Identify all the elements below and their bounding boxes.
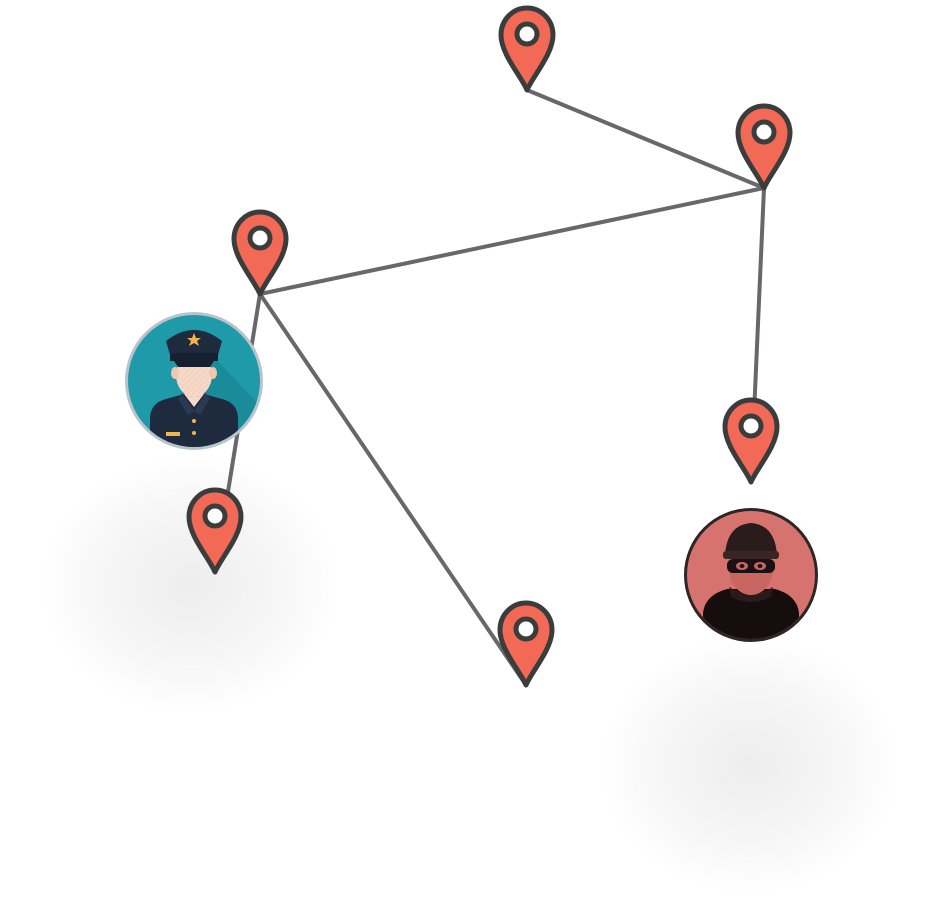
thief-icon — [703, 523, 799, 639]
edge-pin-left-to-pin-bottom-center — [258, 292, 528, 687]
pin-body — [231, 209, 289, 297]
pin-body — [498, 5, 556, 93]
pin-hole — [202, 503, 228, 529]
pin-upper-right-map-pin-icon[interactable] — [735, 103, 793, 191]
pin-hole — [513, 616, 539, 642]
pin-body — [497, 600, 555, 688]
shadow-left — [40, 455, 340, 715]
badge-star-icon — [187, 333, 201, 346]
thief-avatar[interactable] — [684, 508, 818, 645]
pin-lower-left-map-pin-icon[interactable] — [186, 487, 244, 575]
pin-body — [186, 487, 244, 575]
pin-hole — [514, 21, 540, 47]
pin-right-map-pin-icon[interactable] — [722, 397, 780, 485]
pin-top-map-pin-icon[interactable] — [498, 5, 556, 93]
pin-body — [735, 103, 793, 191]
pin-hole — [738, 413, 764, 439]
pins-layer — [186, 5, 793, 688]
pin-hole — [751, 119, 777, 145]
pin-bottom-center-map-pin-icon[interactable] — [497, 600, 555, 688]
pin-body — [722, 397, 780, 485]
pin-hole — [247, 225, 273, 251]
soft-shadows — [40, 455, 900, 895]
shadow-right — [600, 635, 900, 895]
pin-left-map-pin-icon[interactable] — [231, 209, 289, 297]
edge-pin-top-to-pin-upper-right — [525, 88, 766, 190]
edge-pin-upper-right-to-pin-left — [258, 186, 766, 296]
